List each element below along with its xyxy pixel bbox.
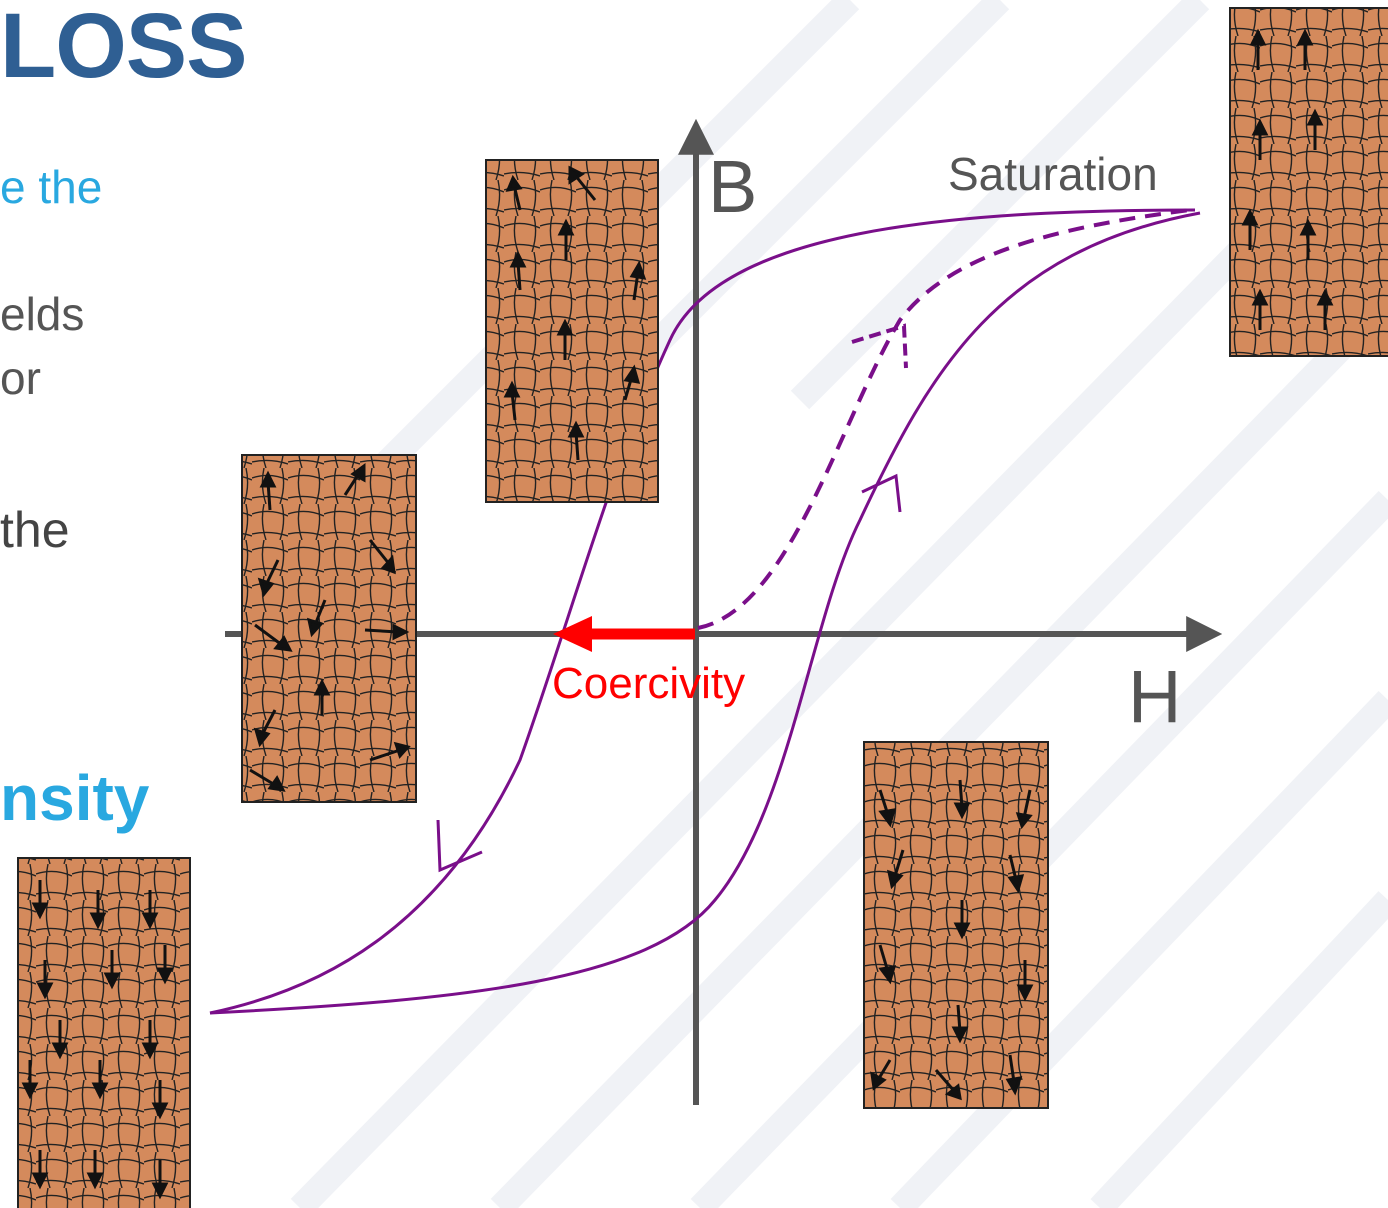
coercivity-arrow-head-icon (553, 616, 592, 652)
domain-block-middle-left (241, 454, 417, 803)
b-axis-label: B (708, 145, 757, 228)
loop-ascending-branch (209, 211, 1201, 1015)
dashed-arrow-up-icon (851, 323, 908, 369)
domain-block-upper-left (485, 159, 659, 503)
page-title: LOSS (0, 0, 247, 97)
domain-block-top-right (1229, 7, 1388, 357)
coercivity-label: Coercivity (552, 659, 745, 708)
loop-arrow-up-icon (861, 473, 902, 513)
h-axis-label: H (1128, 655, 1181, 738)
loop-descending-branch (209, 208, 1196, 1015)
domain-block-bottom-left (17, 857, 191, 1208)
domain-block-lower-right (863, 741, 1049, 1109)
subheading-text: nsity (0, 762, 150, 834)
saturation-label: Saturation (948, 148, 1158, 200)
body-text-line-4: the (0, 502, 70, 558)
initial-magnetization-curve (697, 208, 1191, 630)
body-text-line-1: e the (0, 161, 103, 213)
body-text-line-3: or (0, 352, 41, 404)
body-text-line-2: elds (0, 288, 85, 340)
loop-arrow-down-icon (436, 819, 483, 873)
